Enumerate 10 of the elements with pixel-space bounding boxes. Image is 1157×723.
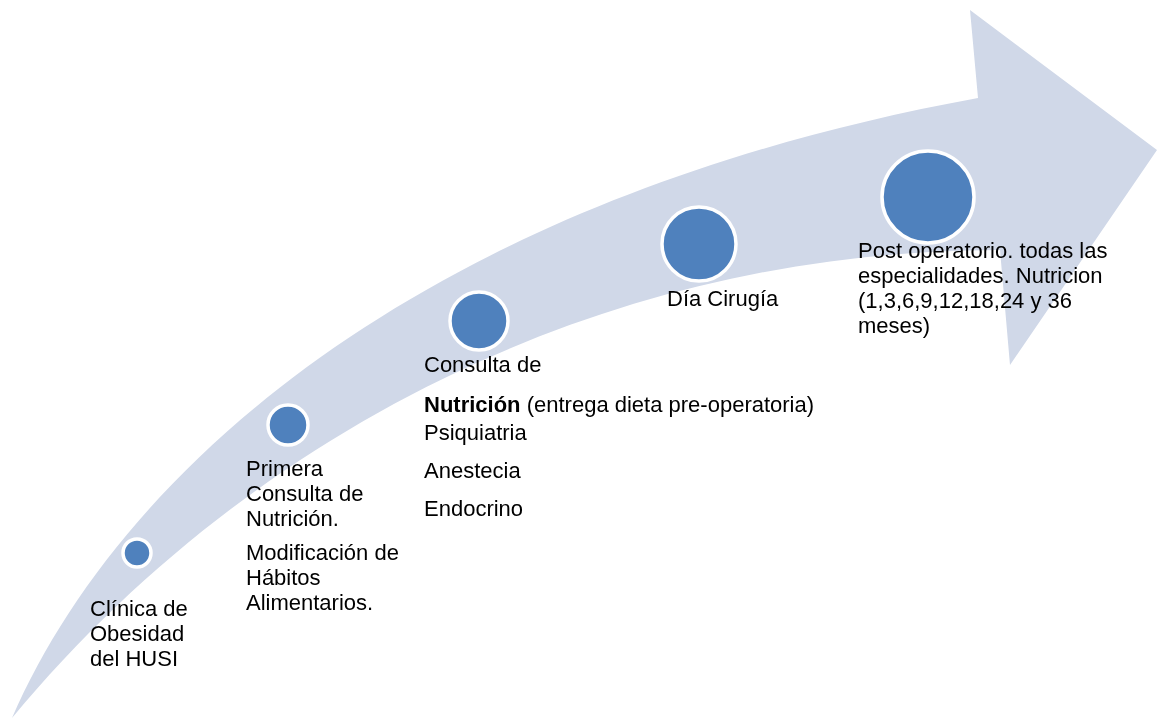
stage-text: Clínica de Obesidad del HUSI (90, 596, 189, 671)
stage-text: Endocrino (424, 496, 524, 521)
stage-text: Día Cirugía (667, 286, 779, 311)
stage-text: Post operatorio. todas las especialidades. Nutricion (1,3,6,9,12,18,24 y 36 meses) (858, 238, 1109, 338)
stage-text: Consulta de (424, 352, 542, 377)
stage-text: Primera Consulta de Nutrición. (246, 456, 365, 531)
stage-text: Nutrición (entrega dieta pre-operatoria) (424, 392, 815, 417)
stage-text: Modificación de Hábitos Alimentarios. (246, 540, 400, 615)
stage-text: Psiquiatria (424, 420, 527, 445)
stage-text: Anestecia (424, 458, 521, 483)
